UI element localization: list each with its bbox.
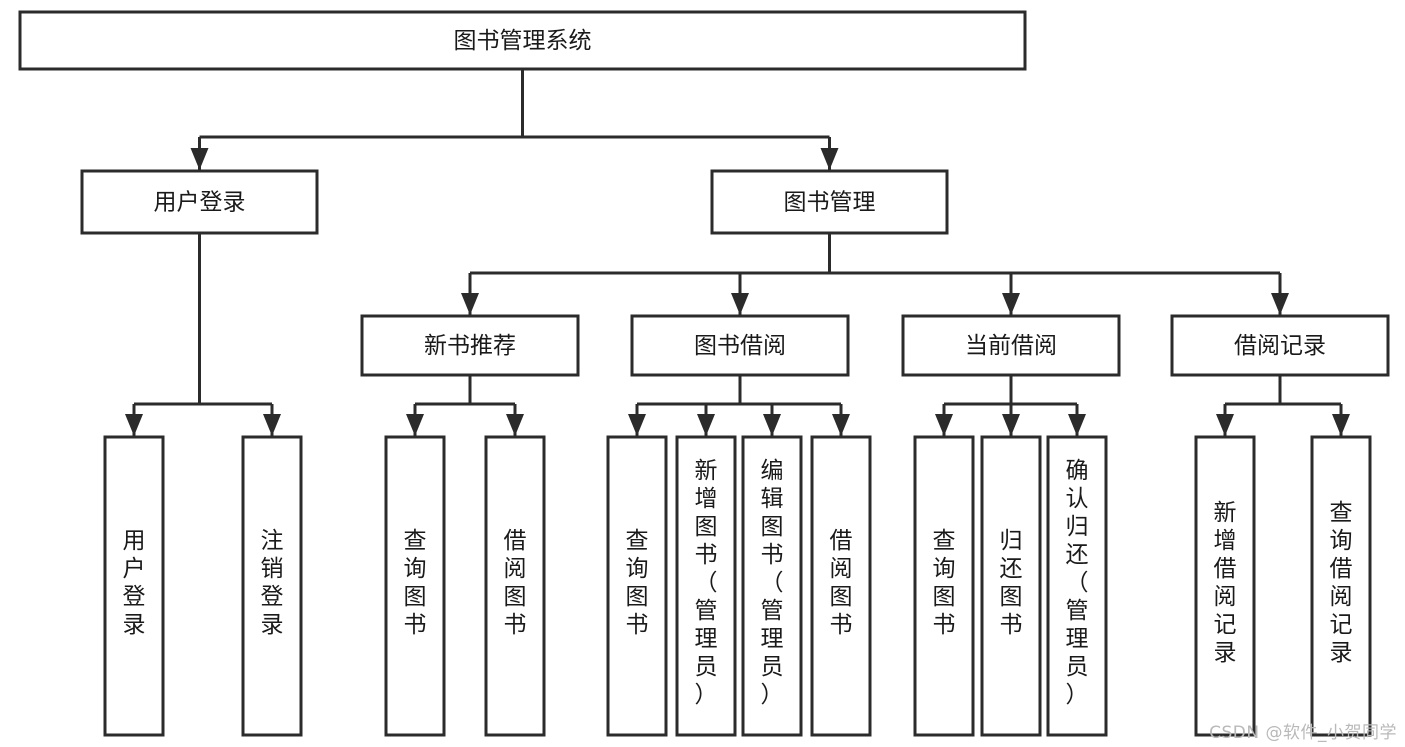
node-new-book-recommend-box[interactable]	[360, 314, 580, 377]
node-leaf-edit-book[interactable]: 编辑图书（管理员）	[741, 435, 803, 737]
arrow-head-icon	[506, 414, 524, 436]
node-leaf-query-book-cur-box[interactable]	[913, 435, 975, 737]
node-leaf-query-book-rec-label: 查询图书	[404, 528, 427, 638]
arrow-head-icon	[731, 293, 749, 315]
arrow-head-icon	[1002, 293, 1020, 315]
node-leaf-logout[interactable]: 注销登录	[241, 435, 303, 737]
node-leaf-borrow-book-rec-box[interactable]	[484, 435, 546, 737]
node-leaf-add-book[interactable]: 新增图书（管理员）	[675, 435, 737, 737]
node-root[interactable]: 图书管理系统	[18, 10, 1027, 71]
node-book-borrow-label: 图书借阅	[694, 333, 786, 359]
arrow-head-icon	[1271, 293, 1289, 315]
node-leaf-query-record-box[interactable]	[1310, 435, 1372, 737]
node-leaf-logout-label: 注销登录	[261, 528, 284, 638]
arrow-head-icon	[406, 414, 424, 436]
node-borrow-record-label: 借阅记录	[1234, 333, 1326, 359]
node-user-login-label: 用户登录	[154, 190, 246, 216]
node-leaf-confirm-return-box[interactable]	[1046, 435, 1108, 737]
arrow-head-icon	[697, 414, 715, 436]
node-leaf-add-record-label: 新增借阅记录	[1214, 500, 1237, 666]
arrow-head-icon	[1332, 414, 1350, 436]
node-user-login-box[interactable]	[80, 169, 319, 235]
node-root-label: 图书管理系统	[454, 28, 592, 54]
node-leaf-user-login-label: 用户登录	[123, 528, 146, 638]
node-root-box[interactable]	[18, 10, 1027, 71]
node-leaf-add-record-box[interactable]	[1194, 435, 1256, 737]
node-leaf-edit-book-box[interactable]	[741, 435, 803, 737]
node-leaf-query-book-bor-box[interactable]	[606, 435, 668, 737]
node-leaf-confirm-return[interactable]: 确认归还（管理员）	[1046, 435, 1108, 737]
node-current-borrow-label: 当前借阅	[965, 333, 1057, 359]
node-leaf-add-book-label: 新增图书（管理员）	[695, 458, 718, 708]
arrow-head-icon	[1216, 414, 1234, 436]
node-leaf-user-login[interactable]: 用户登录	[103, 435, 165, 737]
node-borrow-record-box[interactable]	[1170, 314, 1390, 377]
node-leaf-query-book-cur[interactable]: 查询图书	[913, 435, 975, 737]
node-leaf-return-book-box[interactable]	[980, 435, 1042, 737]
node-new-book-recommend-label: 新书推荐	[424, 333, 516, 359]
node-book-manage-label: 图书管理	[784, 190, 876, 216]
node-leaf-add-book-box[interactable]	[675, 435, 737, 737]
node-borrow-record[interactable]: 借阅记录	[1170, 314, 1390, 377]
arrow-head-icon	[832, 414, 850, 436]
node-leaf-return-book[interactable]: 归还图书	[980, 435, 1042, 737]
arrow-head-icon	[263, 414, 281, 436]
node-book-manage[interactable]: 图书管理	[710, 169, 949, 235]
node-leaf-borrow-book-rec[interactable]: 借阅图书	[484, 435, 546, 737]
node-book-borrow[interactable]: 图书借阅	[630, 314, 850, 377]
node-leaf-query-book-rec-box[interactable]	[384, 435, 446, 737]
node-leaf-add-record[interactable]: 新增借阅记录	[1194, 435, 1256, 737]
node-leaf-query-book-rec[interactable]: 查询图书	[384, 435, 446, 737]
node-new-book-recommend[interactable]: 新书推荐	[360, 314, 580, 377]
arrow-head-icon	[190, 148, 209, 170]
node-leaf-edit-book-label: 编辑图书（管理员）	[761, 458, 784, 708]
node-current-borrow-box[interactable]	[901, 314, 1121, 377]
arrow-head-icon	[1002, 414, 1020, 436]
node-leaf-borrow-book-bor-box[interactable]	[810, 435, 872, 737]
node-leaf-return-book-label: 归还图书	[1000, 528, 1023, 638]
node-leaf-borrow-book-rec-label: 借阅图书	[504, 528, 527, 638]
node-leaf-borrow-book-bor-label: 借阅图书	[830, 528, 853, 638]
node-leaf-query-book-bor[interactable]: 查询图书	[606, 435, 668, 737]
arrow-head-icon	[1068, 414, 1086, 436]
arrow-head-icon	[461, 293, 479, 315]
node-leaf-confirm-return-label: 确认归还（管理员）	[1066, 458, 1089, 708]
node-book-manage-box[interactable]	[710, 169, 949, 235]
arrow-head-icon	[935, 414, 953, 436]
node-book-borrow-box[interactable]	[630, 314, 850, 377]
connector-layer	[125, 69, 1350, 436]
arrow-head-icon	[628, 414, 646, 436]
node-user-login[interactable]: 用户登录	[80, 169, 319, 235]
node-leaf-logout-box[interactable]	[241, 435, 303, 737]
node-leaf-query-record[interactable]: 查询借阅记录	[1310, 435, 1372, 737]
node-current-borrow[interactable]: 当前借阅	[901, 314, 1121, 377]
node-leaf-borrow-book-bor[interactable]: 借阅图书	[810, 435, 872, 737]
node-leaf-query-book-bor-label: 查询图书	[626, 528, 649, 638]
arrow-head-icon	[763, 414, 781, 436]
node-leaf-query-record-label: 查询借阅记录	[1330, 500, 1353, 666]
arrow-head-icon	[820, 148, 839, 170]
node-leaf-user-login-box[interactable]	[103, 435, 165, 737]
node-layer: 图书管理系统用户登录图书管理新书推荐图书借阅当前借阅借阅记录用户登录注销登录查询…	[18, 10, 1390, 737]
node-leaf-query-book-cur-label: 查询图书	[933, 528, 956, 638]
arrow-head-icon	[125, 414, 143, 436]
